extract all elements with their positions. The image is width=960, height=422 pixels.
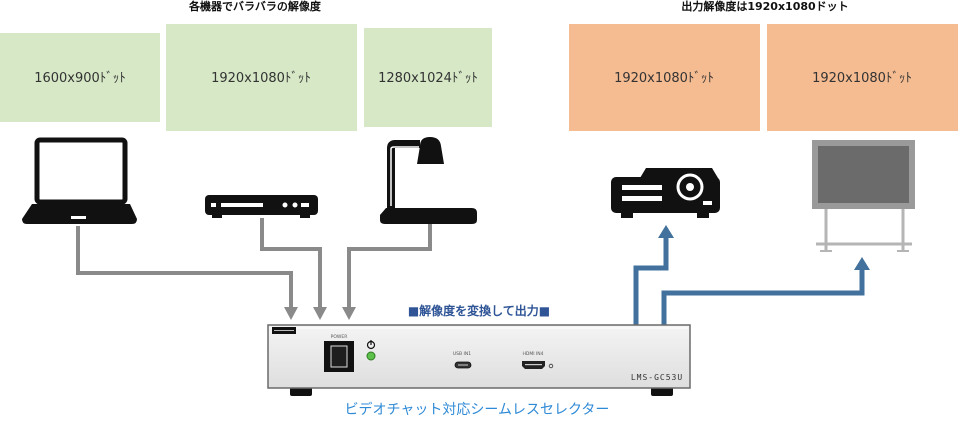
projector-icon xyxy=(611,168,720,218)
output-connector-display xyxy=(661,257,870,325)
output-resolution-label: 1920x1080ﾄﾞｯﾄ xyxy=(812,71,912,86)
input-box-dvd-player: 1920x1080ﾄﾞｯﾄ xyxy=(166,24,357,131)
inputs-heading: 各機器でバラバラの解像度 xyxy=(188,0,322,13)
document-camera-icon xyxy=(380,137,477,224)
power-led xyxy=(366,351,376,361)
output-box-display: 1920x1080ﾄﾞｯﾄ xyxy=(767,24,958,131)
device-caption: ビデオチャット対応シームレスセレクター xyxy=(345,401,610,418)
power-symbol-icon xyxy=(366,340,376,350)
input-box-laptop: 1600x900ﾄﾞｯﾄ xyxy=(0,33,160,122)
seamless-selector-device: POWER USB IN1 HDMI IN4 LMS-GC53U xyxy=(267,324,691,396)
usb-c-port-icon xyxy=(454,361,472,369)
indicator-hole xyxy=(548,363,554,369)
input-connector-laptop xyxy=(76,226,298,320)
output-box-projector: 1920x1080ﾄﾞｯﾄ xyxy=(569,24,760,131)
dvd-player-icon xyxy=(205,195,318,218)
input-resolution-label: 1920x1080ﾄﾞｯﾄ xyxy=(211,71,311,86)
power-switch xyxy=(324,341,354,372)
conversion-label: ■解像度を変換して出力■ xyxy=(408,303,550,318)
output-connector-projector xyxy=(633,225,674,325)
model-number: LMS-GC53U xyxy=(631,373,683,382)
display-icon xyxy=(812,140,915,252)
output-resolution-label: 1920x1080ﾄﾞｯﾄ xyxy=(614,71,714,86)
input-resolution-label: 1600x900ﾄﾞｯﾄ xyxy=(34,71,126,86)
usb-port-label: USB IN1 xyxy=(453,351,471,357)
brand-logo xyxy=(272,327,296,334)
power-label: POWER xyxy=(331,334,348,340)
hdmi-port-icon xyxy=(522,361,545,369)
input-box-document-camera: 1280x1024ﾄﾞｯﾄ xyxy=(364,28,492,127)
hdmi-port-label: HDMI IN4 xyxy=(522,351,543,357)
laptop-icon xyxy=(22,137,137,224)
output-heading: 出力解像度は1920x1080ドット xyxy=(681,0,848,13)
input-resolution-label: 1280x1024ﾄﾞｯﾄ xyxy=(378,71,478,86)
input-connector-dvd-player xyxy=(260,218,327,320)
input-connector-document-camera xyxy=(342,224,432,320)
